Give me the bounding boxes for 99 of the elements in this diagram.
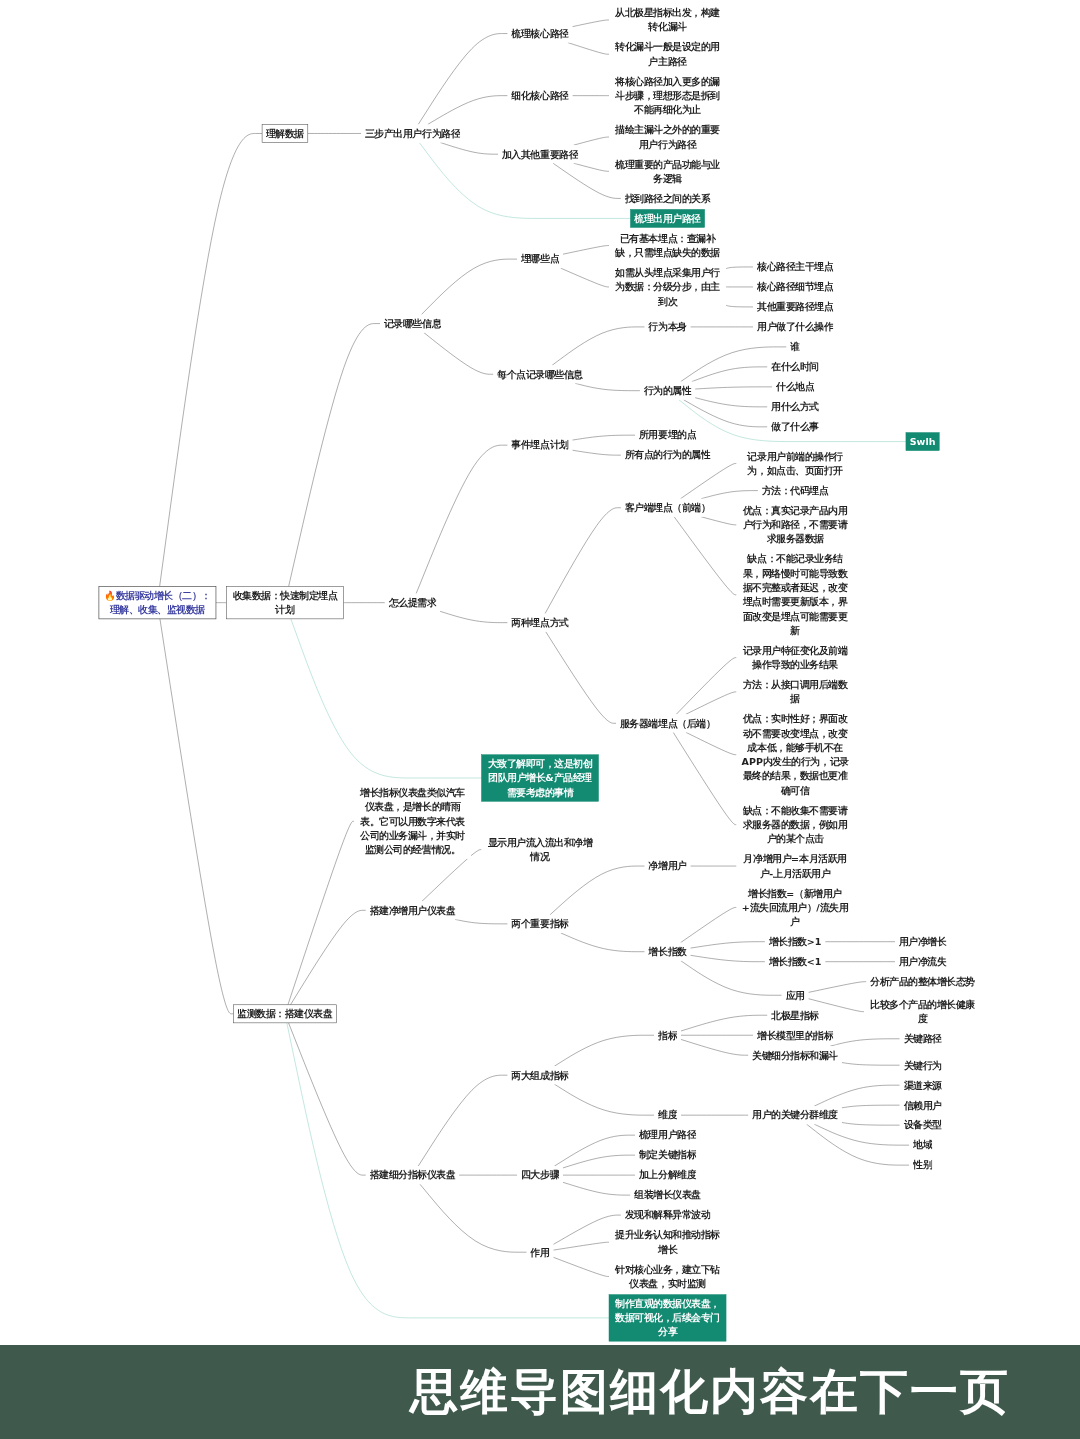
node-text: 增长指数=（新增用户+流失回流用户）/流失用户 bbox=[741, 887, 849, 928]
node-text: 优点：真实记录产品内用户行为和路径，不需要请求服务器数据 bbox=[742, 504, 848, 545]
node-text: 梳理用户路径 bbox=[638, 1129, 697, 1141]
node-text: 梳理重要的产品功能与业务逻辑 bbox=[615, 158, 720, 185]
node-text: 所有点的行为的属性 bbox=[624, 449, 711, 461]
node-text: 怎么提需求 bbox=[388, 596, 437, 609]
node-text: 作用 bbox=[530, 1246, 550, 1258]
node-text: 将核心路径加入更多的漏斗步骤，理想形态是拆到不能再细化为止 bbox=[615, 75, 720, 116]
connector bbox=[307, 133, 362, 134]
node-text: 应用 bbox=[785, 989, 805, 1001]
node-text: 净增用户 bbox=[648, 860, 687, 872]
node-text: 增长指数<1 bbox=[768, 955, 822, 968]
node-text: 如需从头埋点采集用户行为数据：分级分步，由主到次 bbox=[615, 266, 720, 307]
connector bbox=[159, 133, 263, 587]
node-text: 维度 bbox=[658, 1109, 678, 1121]
node-text: 用户做了什么操作 bbox=[756, 321, 834, 333]
connector bbox=[290, 618, 482, 779]
node-box: 理解数据 bbox=[261, 124, 309, 143]
node-text: 增长指标仪表盘类似汽车仪表盘，是增长的晴雨表。它可以用数字来代表公司的业务漏斗，并实时监测公司的经营情况。 bbox=[360, 787, 465, 856]
node-text: 方法：代码埋点 bbox=[761, 484, 829, 497]
node-text: 用什么方式 bbox=[771, 401, 819, 413]
node-text: 核心路径细节埋点 bbox=[756, 281, 834, 293]
node-text: 针对核心业务，建立下钻仪表盘，实时监测 bbox=[615, 1263, 720, 1290]
connector bbox=[286, 1022, 610, 1319]
node-text: 两个重要指标 bbox=[511, 918, 569, 930]
node-text: 埋哪些点 bbox=[520, 253, 560, 265]
node-text: 描绘主漏斗之外的的重要用户行为路径 bbox=[615, 124, 720, 150]
node-text: 转化漏斗一般是设定的用户主路径 bbox=[615, 41, 720, 68]
node-text: 搭建净增用户仪表盘 bbox=[369, 904, 456, 917]
node-text: 两种埋点方式 bbox=[511, 616, 569, 629]
node-text: 谁 bbox=[790, 341, 800, 353]
node-text: 关键行为 bbox=[903, 1059, 942, 1071]
node-text: 关键细分指标和漏斗 bbox=[752, 1049, 838, 1061]
node-text: 缺点：不能记录业务结果，网络慢时可能导致数据不完整或者延迟，改变埋点时需要更新版本，界面改变是埋点可能需要更新 bbox=[742, 553, 848, 637]
node-text: 加入其他重要路径 bbox=[501, 148, 579, 160]
node-text: 梳理核心路径 bbox=[511, 27, 569, 40]
node-text: 月净增用户=本月活跃用户-上月活跃用户 bbox=[743, 853, 847, 879]
node-text: 缺点：不能收集不需要请求服务器的数据，例如用户的某个点击 bbox=[742, 804, 848, 845]
node-text: 比较多个产品的增长健康度 bbox=[870, 998, 975, 1025]
node-text: 信赖用户 bbox=[903, 1099, 942, 1111]
node-text: 加上分解维度 bbox=[638, 1169, 697, 1181]
node-text: 性别 bbox=[913, 1159, 933, 1171]
node-text: 记录哪些信息 bbox=[383, 317, 442, 330]
node-text: 搭建细分指标仪表盘 bbox=[369, 1169, 456, 1181]
node-box: 梳理出用户路径 bbox=[630, 209, 705, 228]
node-text: 行为的属性 bbox=[643, 384, 692, 397]
node-text: 在什么时间 bbox=[771, 361, 819, 373]
node-text: 什么地点 bbox=[776, 381, 815, 393]
node-text: 所用要埋的点 bbox=[638, 429, 697, 441]
node-text: 记录用户特征变化及前端操作导致的业务结果 bbox=[742, 644, 848, 671]
node-text: 服务器端埋点（后端） bbox=[619, 717, 716, 730]
node-text: 做了什么事 bbox=[771, 421, 819, 433]
node-text: 制定关键指标 bbox=[638, 1149, 697, 1161]
node-text: 增长模型里的指标 bbox=[756, 1029, 834, 1041]
node-text: 行为本身 bbox=[648, 321, 687, 333]
node-text: 从北极星指标出发，构建转化漏斗 bbox=[615, 7, 720, 33]
node-text: 用户净流失 bbox=[898, 955, 947, 968]
node-box: 制作直观的数据仪表盘，数据可视化，后续会专门分享 bbox=[608, 1294, 727, 1342]
connector bbox=[159, 618, 234, 1015]
node-text: 关键路径 bbox=[903, 1033, 942, 1045]
connector bbox=[290, 910, 367, 1005]
node-text: 增长指数 bbox=[648, 946, 687, 958]
node-box: 大致了解即可，这是初创团队用户增长&产品经理需要考虑的事情 bbox=[481, 754, 599, 802]
node-text: 记录用户前端的操作行为，如点击、页面打开 bbox=[747, 450, 843, 477]
node-text: 提升业务认知和推动指标增长 bbox=[615, 1229, 720, 1256]
node-text: 事件埋点计划 bbox=[511, 439, 569, 451]
node-text: 三步产出用户行为路径 bbox=[364, 127, 461, 140]
node-text: 四大步骤 bbox=[520, 1169, 560, 1181]
node-text: 已有基本埋点：查漏补缺，只需埋点缺失的数据 bbox=[615, 232, 720, 259]
node-box: 收集数据：快速制定埋点计划 bbox=[226, 586, 344, 620]
node-text: 组装增长仪表盘 bbox=[634, 1189, 701, 1201]
connector bbox=[287, 821, 355, 1005]
node-text: 北极星指标 bbox=[771, 1009, 819, 1021]
node-text: 客户端埋点（前端） bbox=[624, 502, 711, 514]
connector bbox=[343, 602, 386, 603]
node-box: 🔥数据驱动增长（二）：理解、收集、监视数据 bbox=[98, 586, 217, 620]
footer-note: 思维导图细化内容在下一页 bbox=[410, 1362, 1010, 1421]
node-text: 渠道来源 bbox=[903, 1079, 942, 1091]
node-text: 地域 bbox=[913, 1139, 933, 1151]
node-text: 找到路径之间的关系 bbox=[624, 192, 711, 205]
connector bbox=[288, 323, 381, 587]
node-text: 发现和解释异常波动 bbox=[624, 1209, 711, 1221]
node-text: 细化核心路径 bbox=[511, 89, 569, 102]
node-text: 每个点记录哪些信息 bbox=[497, 368, 583, 380]
node-text: 增长指数>1 bbox=[768, 936, 822, 948]
node-text: 设备类型 bbox=[903, 1119, 942, 1131]
node-text: 方法：从接口调用后端数据 bbox=[742, 679, 848, 705]
node-text: 用户的关键分群维度 bbox=[752, 1109, 838, 1121]
node-text: 显示用户流入流出和净增情况 bbox=[487, 836, 593, 863]
node-box: Swlh bbox=[905, 432, 940, 451]
node-text: 两大组成指标 bbox=[511, 1069, 569, 1081]
node-text: 分析产品的整体增长态势 bbox=[870, 975, 975, 988]
node-text: 优点：实时性好；界面改动不需要改变埋点，改变成本低，能够手机不在APP内发生的行为，记录最终的结果，数据也更准确可信 bbox=[741, 713, 849, 797]
node-text: 用户净增长 bbox=[898, 936, 947, 948]
node-text: 其他重要路径埋点 bbox=[756, 301, 834, 313]
node-text: 指标 bbox=[658, 1029, 678, 1041]
node-box: 监测数据：搭建仪表盘 bbox=[233, 1004, 337, 1024]
connector bbox=[215, 602, 227, 603]
node-text: 核心路径主干埋点 bbox=[756, 261, 834, 273]
